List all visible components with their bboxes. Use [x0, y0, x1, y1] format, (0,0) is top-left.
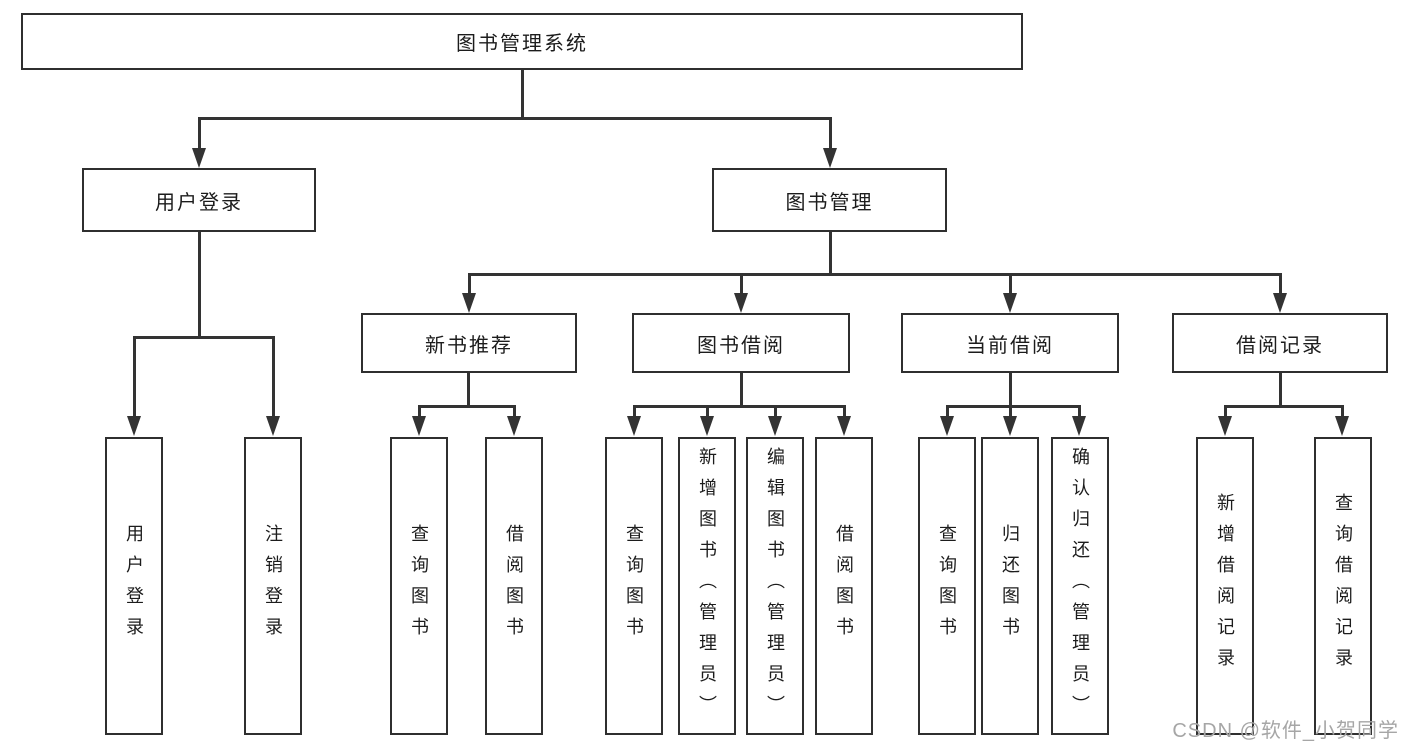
- arrow-down-icon: [734, 293, 748, 313]
- node-label: 查询图书: [624, 524, 644, 648]
- node-label: 归还图书: [1000, 524, 1020, 648]
- node-label: 查询图书: [409, 524, 429, 648]
- leaf-query-borrow-record: 查询借阅记录: [1314, 437, 1372, 735]
- arrow-down-icon: [507, 416, 521, 436]
- arrow-down-icon: [940, 416, 954, 436]
- node-book-management: 图书管理: [712, 168, 947, 232]
- node-label: 图书借阅: [697, 334, 785, 357]
- node-label: 新增借阅记录: [1215, 493, 1235, 679]
- node-label: 查询借阅记录: [1333, 493, 1353, 679]
- connector-line: [468, 273, 1282, 276]
- leaf-user-login: 用户登录: [105, 437, 163, 735]
- node-label: 借阅记录: [1236, 334, 1324, 357]
- arrow-down-icon: [1003, 293, 1017, 313]
- connector-line: [513, 405, 516, 418]
- leaf-query-books-recommend: 查询图书: [390, 437, 448, 735]
- connector-line: [829, 117, 832, 150]
- node-book-borrowing: 图书借阅: [632, 313, 850, 373]
- node-label: 当前借阅: [966, 334, 1054, 357]
- leaf-edit-books-admin: 编辑图书（管理员）: [746, 437, 804, 735]
- arrow-down-icon: [768, 416, 782, 436]
- node-label: 注销登录: [263, 524, 283, 648]
- node-user-login: 用户登录: [82, 168, 316, 232]
- connector-line: [1279, 273, 1282, 295]
- connector-line: [418, 405, 421, 418]
- node-label: 图书管理: [785, 191, 874, 214]
- connector-line: [468, 273, 471, 295]
- leaf-add-borrow-record: 新增借阅记录: [1196, 437, 1254, 735]
- node-label: 查询图书: [937, 524, 957, 648]
- watermark: CSDN @软件_小贺同学: [1172, 720, 1399, 742]
- arrow-down-icon: [1003, 416, 1017, 436]
- node-current-borrowing: 当前借阅: [901, 313, 1119, 373]
- connector-line: [198, 117, 201, 150]
- connector-line: [1224, 405, 1227, 418]
- connector-line: [829, 232, 832, 273]
- node-label: 新书推荐: [425, 334, 513, 357]
- connector-line: [1224, 405, 1344, 408]
- arrow-down-icon: [837, 416, 851, 436]
- connector-line: [521, 70, 524, 117]
- connector-line: [272, 336, 275, 418]
- arrow-down-icon: [192, 148, 206, 168]
- node-book-management-system: 图书管理系统: [21, 13, 1023, 70]
- arrow-down-icon: [412, 416, 426, 436]
- connector-line: [133, 336, 136, 418]
- leaf-return-books: 归还图书: [981, 437, 1039, 735]
- leaf-query-books-borrowing: 查询图书: [605, 437, 663, 735]
- arrow-down-icon: [1273, 293, 1287, 313]
- connector-line: [946, 405, 949, 418]
- connector-line: [843, 405, 846, 418]
- connector-line: [946, 405, 1081, 408]
- node-borrowing-records: 借阅记录: [1172, 313, 1388, 373]
- connector-line: [1279, 373, 1282, 405]
- connector-line: [1341, 405, 1344, 418]
- connector-line: [1078, 405, 1081, 418]
- node-label: 确认归还（管理员）: [1070, 446, 1090, 726]
- leaf-confirm-return-admin: 确认归还（管理员）: [1051, 437, 1109, 735]
- leaf-logout: 注销登录: [244, 437, 302, 735]
- arrow-down-icon: [823, 148, 837, 168]
- node-label: 编辑图书（管理员）: [765, 446, 785, 726]
- arrow-down-icon: [462, 293, 476, 313]
- arrow-down-icon: [1335, 416, 1349, 436]
- connector-line: [198, 117, 832, 120]
- connector-line: [133, 336, 275, 339]
- connector-line: [633, 405, 636, 418]
- connector-line: [1009, 273, 1012, 295]
- connector-line: [467, 373, 470, 405]
- leaf-borrow-books-recommend: 借阅图书: [485, 437, 543, 735]
- arrow-down-icon: [127, 416, 141, 436]
- node-label: 用户登录: [155, 191, 243, 214]
- connector-line: [1009, 405, 1012, 418]
- arrow-down-icon: [266, 416, 280, 436]
- arrow-down-icon: [700, 416, 714, 436]
- connector-line: [706, 405, 709, 418]
- node-new-book-recommend: 新书推荐: [361, 313, 577, 373]
- node-label: 新增图书（管理员）: [697, 446, 717, 726]
- leaf-query-books-current: 查询图书: [918, 437, 976, 735]
- connector-line: [774, 405, 777, 418]
- node-label: 图书管理系统: [456, 33, 588, 55]
- leaf-borrow-books-borrowing: 借阅图书: [815, 437, 873, 735]
- arrow-down-icon: [1218, 416, 1232, 436]
- node-label: 借阅图书: [834, 524, 854, 648]
- leaf-add-books-admin: 新增图书（管理员）: [678, 437, 736, 735]
- connector-line: [740, 273, 743, 295]
- node-label: 借阅图书: [504, 524, 524, 648]
- connector-line: [740, 373, 743, 405]
- connector-line: [633, 405, 845, 408]
- connector-line: [418, 405, 516, 408]
- node-label: 用户登录: [124, 524, 144, 648]
- arrow-down-icon: [627, 416, 641, 436]
- arrow-down-icon: [1072, 416, 1086, 436]
- connector-line: [198, 232, 201, 336]
- connector-line: [1009, 373, 1012, 405]
